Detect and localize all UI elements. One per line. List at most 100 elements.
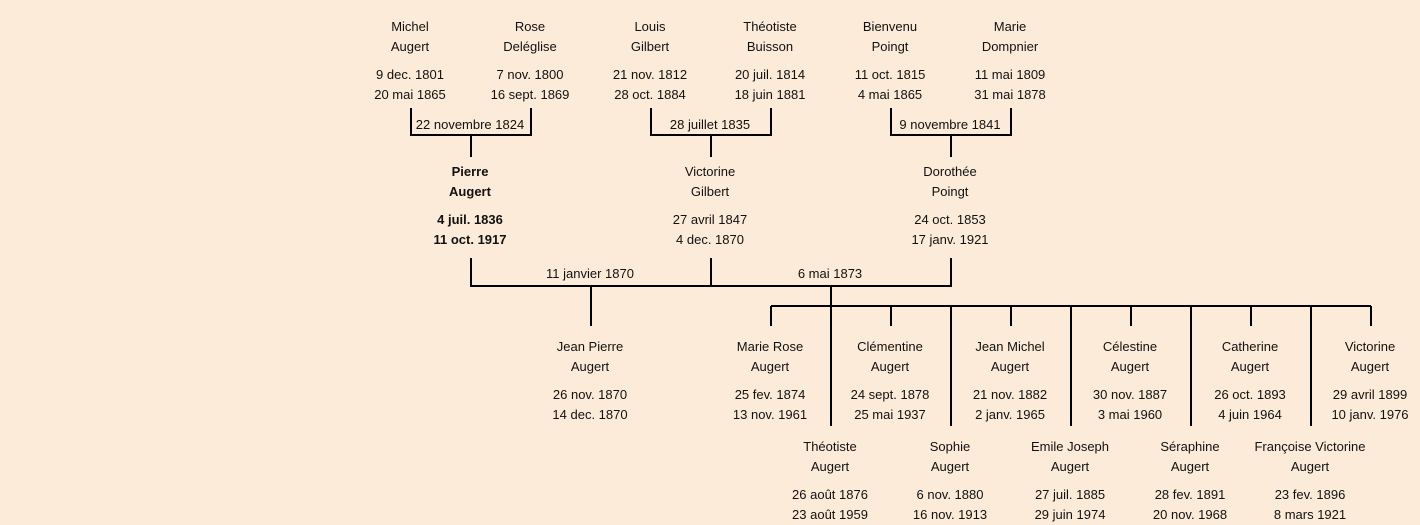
- person-louis[interactable]: Louis Gilbert 21 nov. 1812 28 oct. 1884: [580, 17, 720, 105]
- marriage-bracket-pierre: [470, 258, 952, 287]
- person-birth-date: 27 avril 1847: [672, 212, 748, 227]
- marriage-date-m1: 22 novembre 1824: [415, 117, 525, 132]
- person-celestine[interactable]: Célestine Augert 30 nov. 1887 3 mai 1960: [1060, 337, 1200, 425]
- person-death-date: 16 nov. 1913: [912, 507, 988, 522]
- person-first-name: Emile Joseph: [1030, 439, 1110, 454]
- marriage-date-m5: 6 mai 1873: [797, 266, 863, 281]
- person-birth-date: 24 oct. 1853: [914, 212, 986, 227]
- person-last-name: Gilbert: [690, 184, 730, 199]
- person-bienvenu[interactable]: Bienvenu Poingt 11 oct. 1815 4 mai 1865: [820, 17, 960, 105]
- person-last-name: Buisson: [746, 39, 794, 54]
- person-death-date: 14 dec. 1870: [552, 407, 628, 422]
- person-first-name: Théotiste: [803, 439, 857, 454]
- person-first-name: Sophie: [929, 439, 971, 454]
- person-first-name: Françoise Victorine: [1254, 439, 1366, 454]
- person-first-name: Jean Michel: [975, 339, 1045, 354]
- person-rose[interactable]: Rose Deléglise 7 nov. 1800 16 sept. 1869: [460, 17, 600, 105]
- person-birth-date: 21 nov. 1812: [612, 67, 688, 82]
- marriage-bracket-m3: [890, 108, 1012, 157]
- person-last-name: Augert: [1290, 459, 1330, 474]
- person-clementine[interactable]: Clémentine Augert 24 sept. 1878 25 mai 1…: [820, 337, 960, 425]
- person-first-name: Marie Rose: [736, 339, 804, 354]
- person-first-name: Bienvenu: [862, 19, 918, 34]
- person-last-name: Augert: [870, 359, 910, 374]
- person-last-name: Deléglise: [503, 39, 557, 54]
- person-birth-date: 6 nov. 1880: [916, 487, 984, 502]
- children-bus-m5: [771, 286, 1371, 307]
- person-theotiste-a[interactable]: Théotiste Augert 26 août 1876 23 août 19…: [760, 437, 900, 525]
- person-birth-date: 28 fev. 1891: [1154, 487, 1226, 502]
- person-last-name: Poingt: [931, 184, 969, 199]
- marriage-date-m2: 28 juillet 1835: [669, 117, 751, 132]
- person-francoise[interactable]: Françoise Victorine Augert 23 fev. 1896 …: [1240, 437, 1380, 525]
- person-birth-date: 26 août 1876: [792, 487, 868, 502]
- person-dorothee[interactable]: Dorothée Poingt 24 oct. 1853 17 janv. 19…: [880, 162, 1020, 250]
- person-first-name: Théotiste: [743, 19, 797, 34]
- person-first-name: Jean Pierre: [556, 339, 624, 354]
- person-theotiste-b[interactable]: Théotiste Buisson 20 juil. 1814 18 juin …: [700, 17, 840, 105]
- person-birth-date: 9 dec. 1801: [376, 67, 444, 82]
- person-emile[interactable]: Emile Joseph Augert 27 juil. 1885 29 jui…: [1000, 437, 1140, 525]
- child-links-top: [770, 306, 1372, 326]
- person-first-name: Victorine: [1344, 339, 1396, 354]
- person-first-name: Pierre: [451, 164, 489, 179]
- person-catherine[interactable]: Catherine Augert 26 oct. 1893 4 juin 196…: [1180, 337, 1320, 425]
- marriage-bracket-m2: [650, 108, 772, 157]
- marriage-date-m3: 9 novembre 1841: [899, 117, 1001, 132]
- child-links-bottom: [830, 306, 1312, 426]
- person-last-name: Augert: [1350, 359, 1390, 374]
- person-sophie[interactable]: Sophie Augert 6 nov. 1880 16 nov. 1913: [880, 437, 1020, 525]
- person-death-date: 4 juin 1964: [1218, 407, 1282, 422]
- person-jean-pierre[interactable]: Jean Pierre Augert 26 nov. 1870 14 dec. …: [520, 337, 660, 425]
- person-last-name: Augert: [570, 359, 610, 374]
- person-last-name: Augert: [930, 459, 970, 474]
- person-last-name: Augert: [1110, 359, 1150, 374]
- person-marie-rose[interactable]: Marie Rose Augert 25 fev. 1874 13 nov. 1…: [700, 337, 840, 425]
- person-death-date: 28 oct. 1884: [614, 87, 686, 102]
- marriage-date-m4: 11 janvier 1870: [546, 266, 634, 281]
- person-death-date: 25 mai 1937: [854, 407, 926, 422]
- person-first-name: Michel: [391, 19, 429, 34]
- person-first-name: Séraphine: [1160, 439, 1220, 454]
- person-last-name: Augert: [1170, 459, 1210, 474]
- person-last-name: Augert: [750, 359, 790, 374]
- person-birth-date: 27 juil. 1885: [1034, 487, 1106, 502]
- person-death-date: 18 juin 1881: [734, 87, 806, 102]
- person-michel[interactable]: Michel Augert 9 dec. 1801 20 mai 1865: [340, 17, 480, 105]
- person-pierre[interactable]: Pierre Augert 4 juil. 1836 11 oct. 1917: [400, 162, 540, 250]
- person-last-name: Augert: [390, 39, 430, 54]
- person-first-name: Rose: [514, 19, 546, 34]
- person-last-name: Augert: [1050, 459, 1090, 474]
- person-last-name: Gilbert: [630, 39, 670, 54]
- person-birth-date: 30 nov. 1887: [1092, 387, 1168, 402]
- person-last-name: Augert: [990, 359, 1030, 374]
- person-last-name: Augert: [810, 459, 850, 474]
- person-birth-date: 11 mai 1809: [974, 67, 1046, 82]
- person-death-date: 20 mai 1865: [374, 87, 446, 102]
- person-jean-michel[interactable]: Jean Michel Augert 21 nov. 1882 2 janv. …: [940, 337, 1080, 425]
- person-death-date: 10 janv. 1976: [1331, 407, 1409, 422]
- person-death-date: 16 sept. 1869: [490, 87, 570, 102]
- person-death-date: 23 août 1959: [792, 507, 868, 522]
- person-birth-date: 26 oct. 1893: [1214, 387, 1286, 402]
- person-death-date: 13 nov. 1961: [732, 407, 808, 422]
- person-victorine-g[interactable]: Victorine Gilbert 27 avril 1847 4 dec. 1…: [640, 162, 780, 250]
- person-last-name: Augert: [449, 184, 491, 199]
- person-death-date: 11 oct. 1917: [433, 232, 507, 247]
- person-last-name: Dompnier: [981, 39, 1039, 54]
- person-death-date: 8 mars 1921: [1273, 507, 1347, 522]
- person-last-name: Augert: [1230, 359, 1270, 374]
- person-birth-date: 11 oct. 1815: [854, 67, 926, 82]
- person-death-date: 2 janv. 1965: [975, 407, 1045, 422]
- person-victorine-a[interactable]: Victorine Augert 29 avril 1899 10 janv. …: [1300, 337, 1420, 425]
- person-seraphine[interactable]: Séraphine Augert 28 fev. 1891 20 nov. 19…: [1120, 437, 1260, 525]
- person-death-date: 31 mai 1878: [974, 87, 1046, 102]
- person-first-name: Catherine: [1221, 339, 1279, 354]
- person-death-date: 3 mai 1960: [1097, 407, 1163, 422]
- person-birth-date: 7 nov. 1800: [496, 67, 564, 82]
- person-birth-date: 4 juil. 1836: [437, 212, 503, 227]
- person-first-name: Clémentine: [857, 339, 923, 354]
- person-marie-d[interactable]: Marie Dompnier 11 mai 1809 31 mai 1878: [940, 17, 1080, 105]
- person-first-name: Célestine: [1102, 339, 1158, 354]
